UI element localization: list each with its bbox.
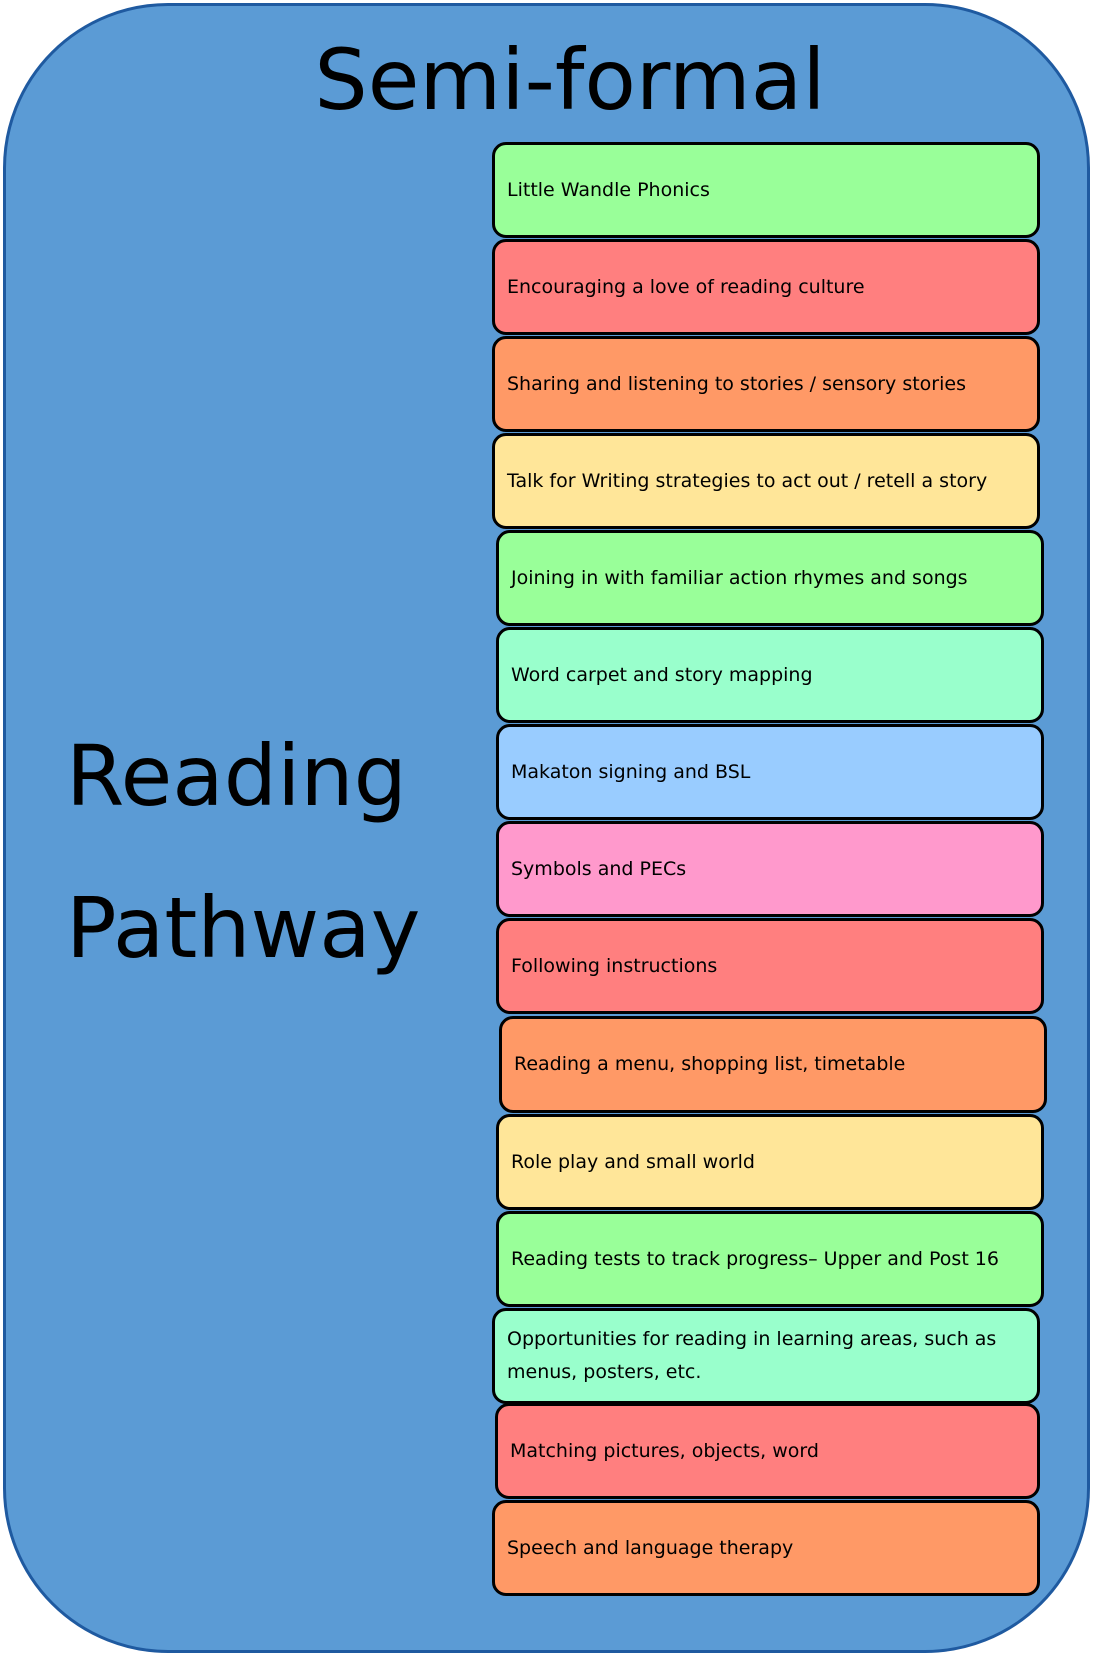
activity-label: Role play and small world — [511, 1150, 755, 1173]
activity-label: Makaton signing and BSL — [511, 760, 751, 783]
activity-box: Following instructions — [496, 918, 1044, 1014]
pathway-title: Reading Pathway — [66, 700, 420, 1004]
activity-label: Joining in with familiar action rhymes a… — [511, 566, 968, 589]
activity-label: Encouraging a love of reading culture — [507, 275, 865, 298]
activity-box: Reading tests to track progress– Upper a… — [496, 1211, 1044, 1307]
activity-label: Following instructions — [511, 954, 718, 977]
activity-label: Word carpet and story mapping — [511, 663, 813, 686]
activity-box: Sharing and listening to stories / senso… — [492, 336, 1040, 432]
pathway-title-line-2: Pathway — [66, 879, 421, 977]
activity-box: Makaton signing and BSL — [496, 724, 1044, 820]
activity-label: Speech and language therapy — [507, 1536, 794, 1559]
activity-box: Word carpet and story mapping — [496, 627, 1044, 723]
activity-box: Symbols and PECs — [496, 821, 1044, 917]
activity-box: Encouraging a love of reading culture — [492, 239, 1040, 335]
activity-box: Little Wandle Phonics — [492, 142, 1040, 238]
activity-box: Talk for Writing strategies to act out /… — [492, 433, 1040, 529]
activity-box: Speech and language therapy — [492, 1500, 1040, 1596]
page-title: Semi-formal — [314, 31, 826, 129]
pathway-title-line-1: Reading — [66, 727, 407, 825]
activity-box: Opportunities for reading in learning ar… — [492, 1308, 1040, 1404]
activity-label: Talk for Writing strategies to act out /… — [507, 469, 988, 492]
activity-label: Matching pictures, objects, word — [510, 1439, 819, 1462]
activity-box: Joining in with familiar action rhymes a… — [496, 530, 1044, 626]
activity-box: Matching pictures, objects, word — [495, 1403, 1040, 1499]
activity-label: Reading a menu, shopping list, timetable — [514, 1053, 906, 1075]
activity-label: Reading tests to track progress– Upper a… — [511, 1247, 999, 1270]
activity-label: Symbols and PECs — [511, 857, 687, 880]
activity-label: Little Wandle Phonics — [507, 178, 710, 201]
activity-label: Sharing and listening to stories / senso… — [507, 372, 966, 395]
activity-box: Role play and small world — [496, 1114, 1044, 1210]
activity-box: Reading a menu, shopping list, timetable — [499, 1016, 1047, 1113]
activity-label: Opportunities for reading in learning ar… — [507, 1328, 997, 1383]
